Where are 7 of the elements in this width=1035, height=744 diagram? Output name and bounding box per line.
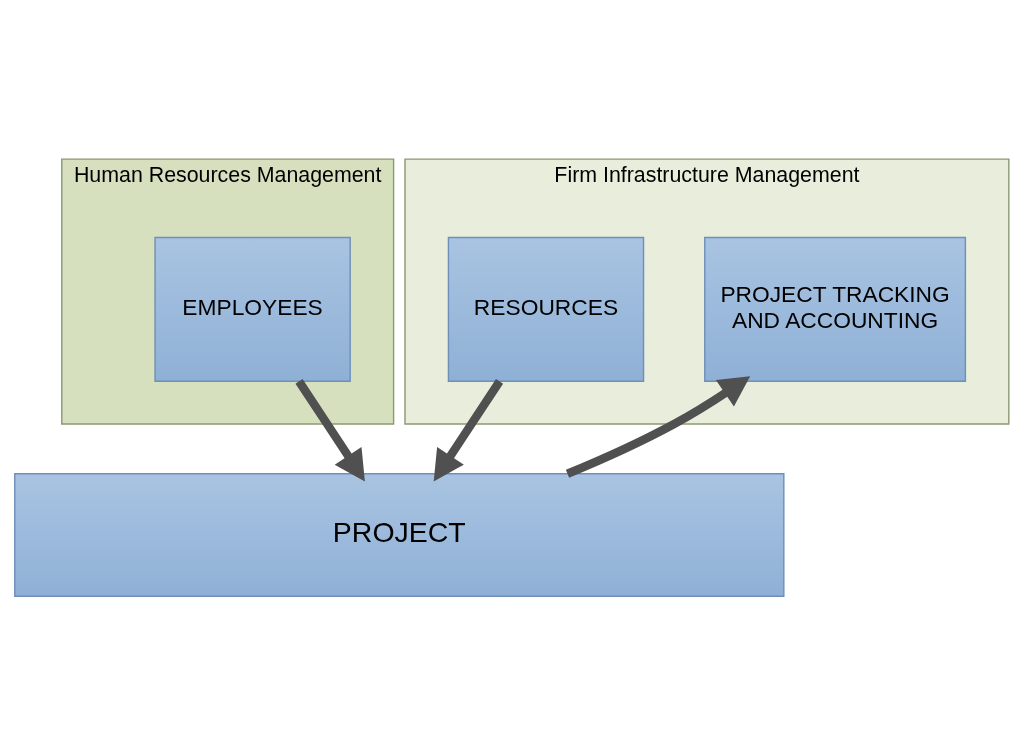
node-box: PROJECT [14, 473, 785, 597]
arrow [295, 378, 365, 482]
node-box: RESOURCES [447, 236, 645, 382]
node-box: PROJECT TRACKING AND ACCOUNTING [704, 236, 967, 382]
arrow [433, 378, 504, 482]
node-box: EMPLOYEES [154, 236, 351, 382]
arrow [565, 376, 751, 478]
